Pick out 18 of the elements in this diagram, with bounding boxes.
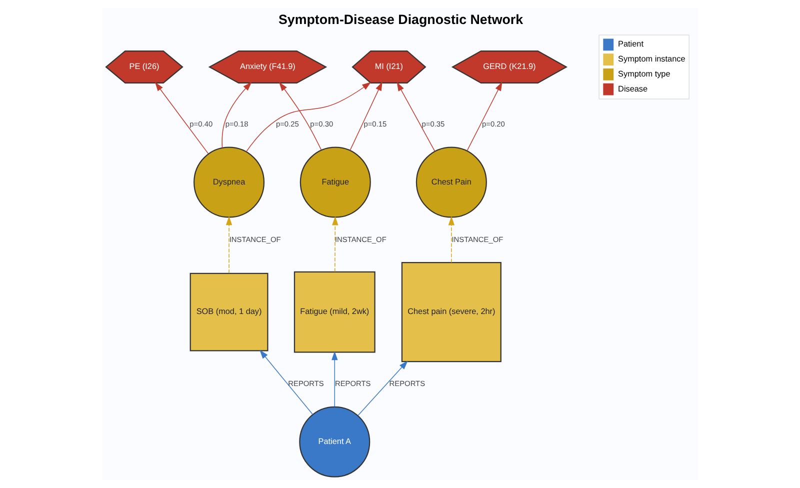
edge-label: p=0.20 xyxy=(481,119,504,128)
legend-label: Disease xyxy=(618,84,648,94)
legend-label: Symptom type xyxy=(618,69,670,78)
edge-label: p=0.30 xyxy=(310,119,333,128)
edge-label: p=0.18 xyxy=(224,119,248,128)
edge-label: REPORTS xyxy=(288,379,324,388)
diagram-title: Symptom-Disease Diagnostic Network xyxy=(278,12,523,28)
legend-label: Patient xyxy=(618,40,643,49)
edge-label: p=0.35 xyxy=(421,119,444,128)
edge-label: INSTANCE_OF xyxy=(334,234,386,244)
edge-label: INSTANCE_OF xyxy=(228,234,280,244)
edge-label: p=0.25 xyxy=(275,119,298,128)
edge-label: INSTANCE_OF xyxy=(451,234,503,244)
legend-label: Symptom instance xyxy=(618,54,685,64)
edge-label: p=0.15 xyxy=(363,119,386,128)
edge-label: REPORTS xyxy=(388,379,425,388)
edge-label: REPORTS xyxy=(334,379,370,388)
edge-label: p=0.40 xyxy=(189,119,212,128)
